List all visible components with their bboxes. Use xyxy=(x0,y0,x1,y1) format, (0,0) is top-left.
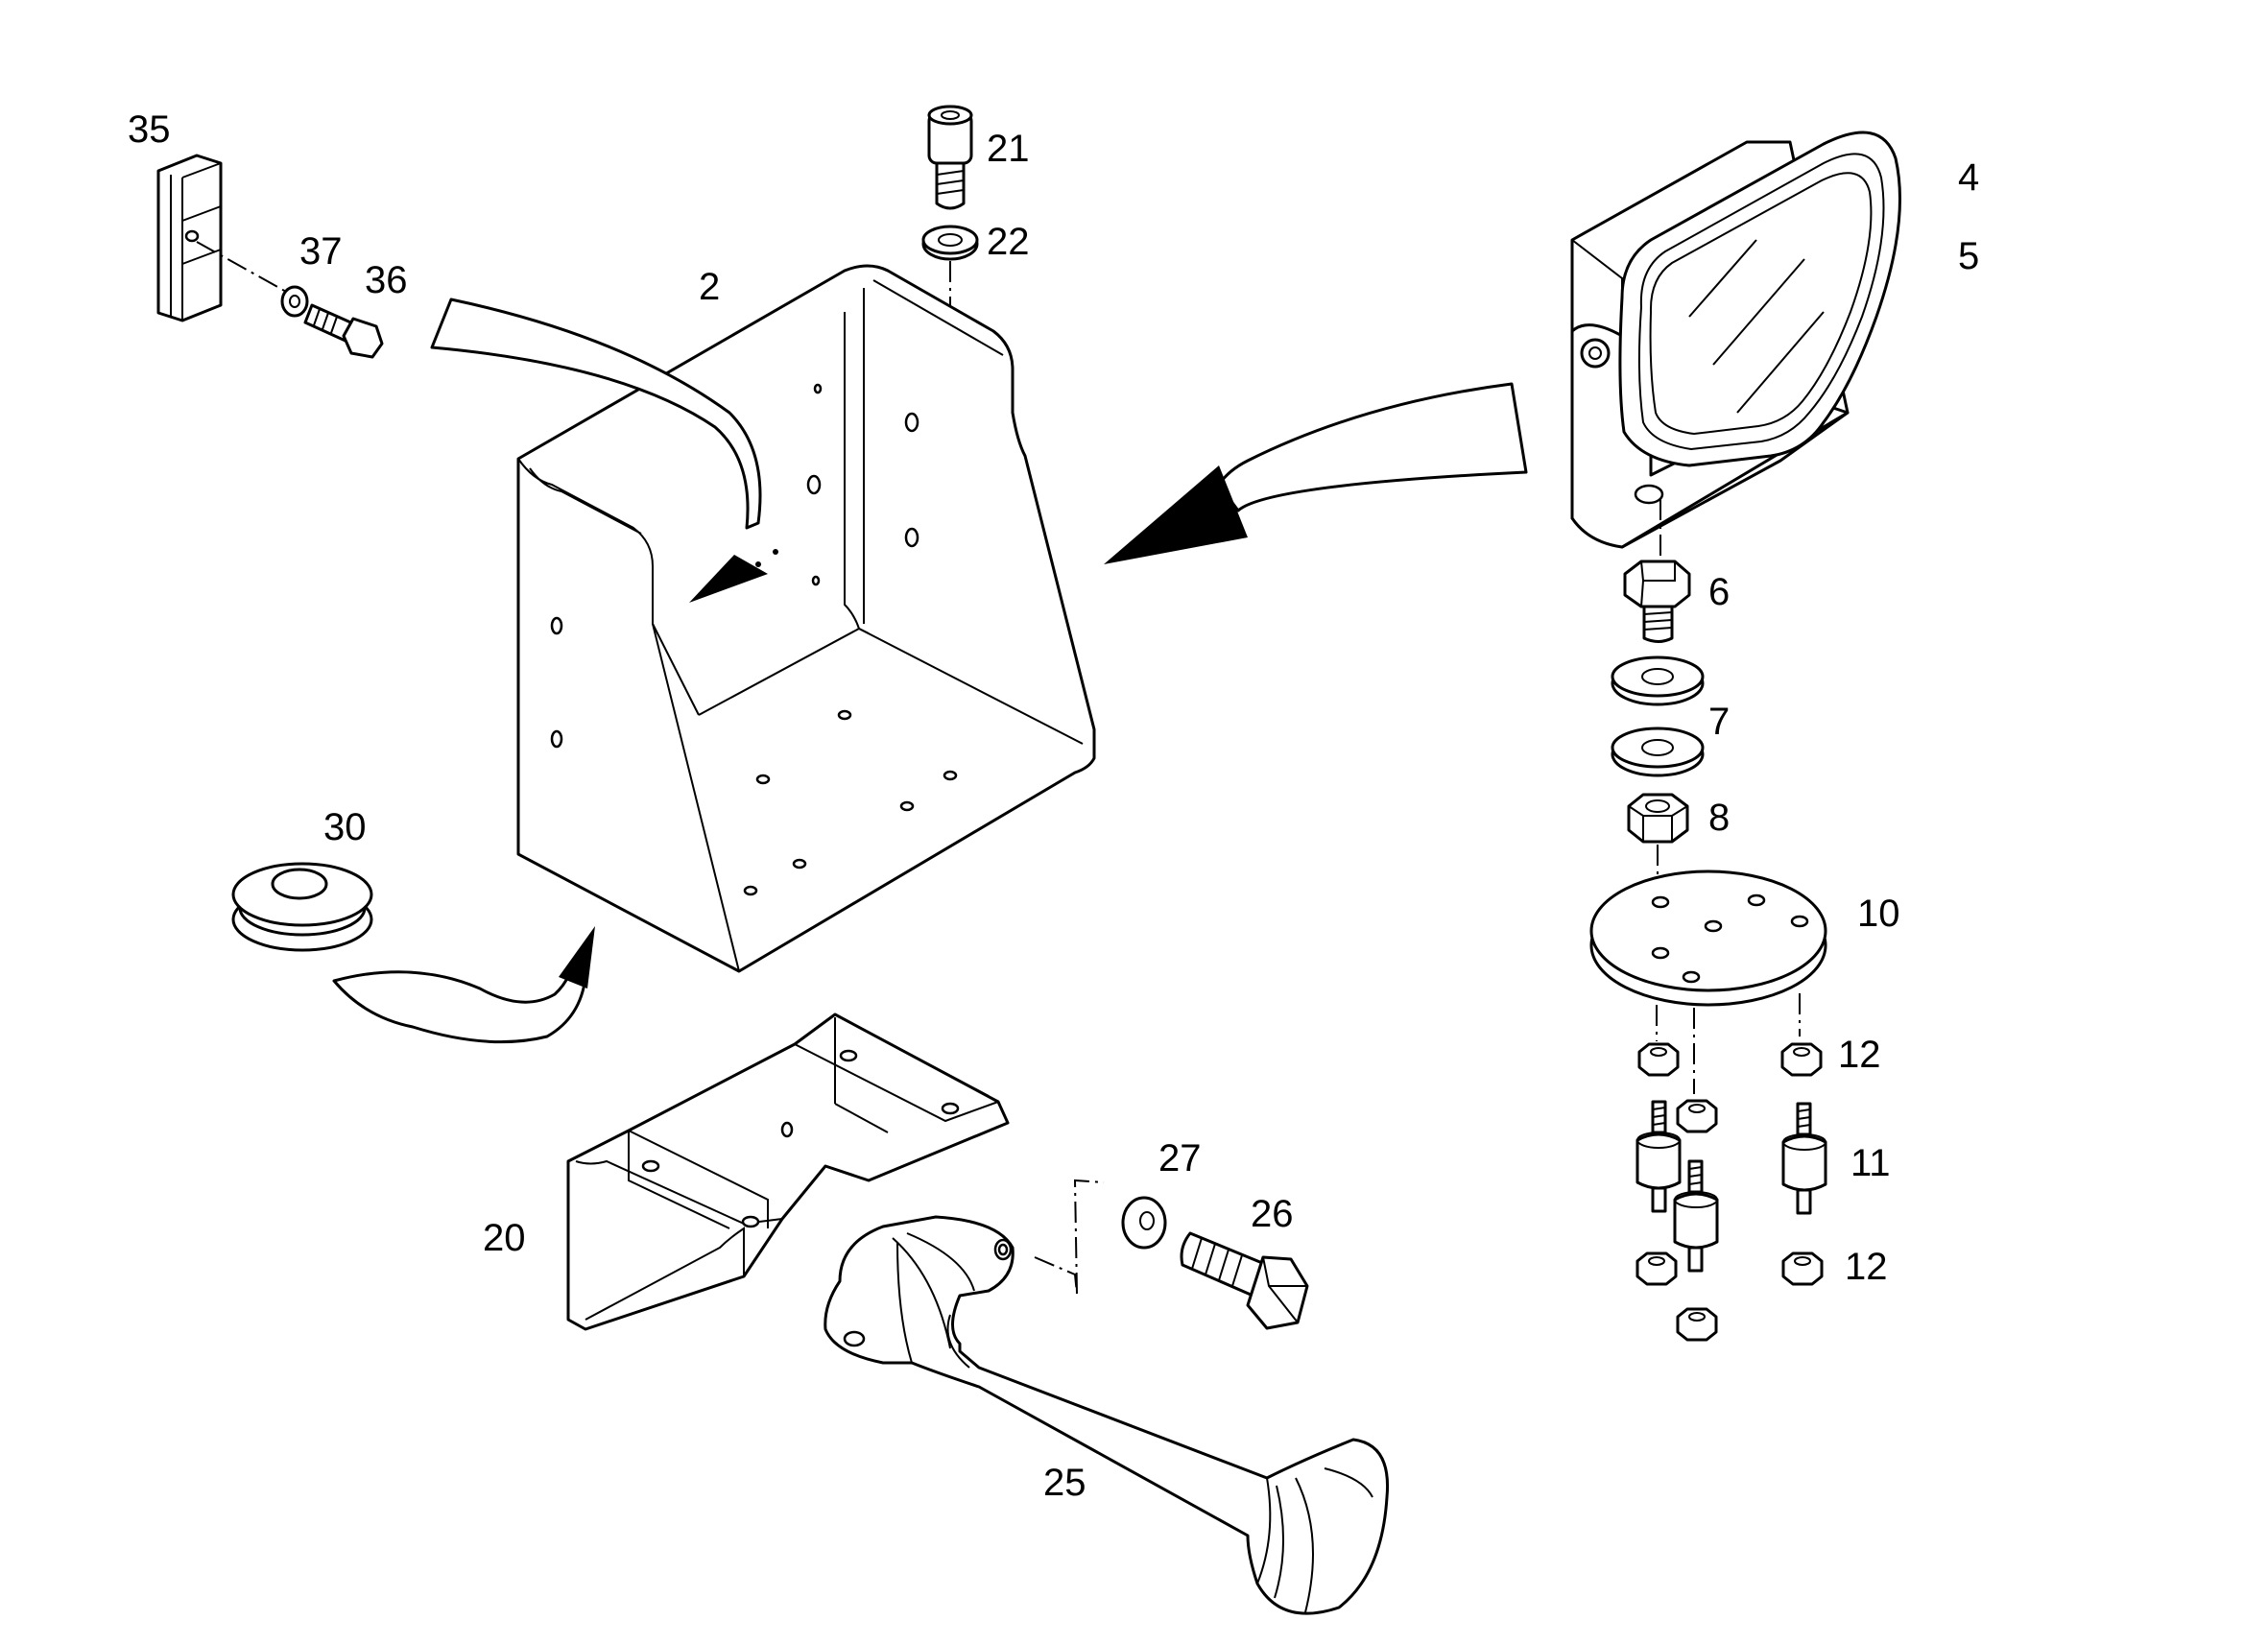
callout-26: 26 xyxy=(1251,1193,1294,1235)
stud-part-11-right xyxy=(1781,1102,1827,1215)
callout-10: 10 xyxy=(1857,893,1900,935)
washer-part-22 xyxy=(921,225,979,261)
callout-5: 5 xyxy=(1958,235,1979,277)
stud-part-11-left xyxy=(1635,1100,1682,1213)
nut-part-12-bottom-left xyxy=(1635,1251,1678,1286)
plate-centerlines xyxy=(1656,993,1801,1094)
nut-part-12-middle xyxy=(1676,1099,1718,1133)
flow-arrow-clip-to-box xyxy=(430,298,768,603)
callout-12-top: 12 xyxy=(1838,1034,1881,1076)
callout-21: 21 xyxy=(987,128,1030,170)
callout-30: 30 xyxy=(323,806,367,848)
flow-arrow-grommet-to-box xyxy=(332,926,595,1044)
bolt-part-6 xyxy=(1623,560,1691,643)
callout-20: 20 xyxy=(483,1217,526,1259)
callout-2: 2 xyxy=(699,266,720,308)
callout-25: 25 xyxy=(1043,1462,1086,1504)
horn-part-25 xyxy=(824,1215,1390,1615)
callout-12-bottom: 12 xyxy=(1845,1246,1888,1288)
bolt-part-36 xyxy=(303,303,384,359)
clip-part-35 xyxy=(156,154,223,322)
callout-36: 36 xyxy=(365,259,408,301)
nut-part-12-bottom-right xyxy=(1781,1251,1824,1286)
grommet-part-30 xyxy=(231,862,373,952)
callout-11: 11 xyxy=(1850,1142,1891,1184)
washer-part-27 xyxy=(1121,1196,1167,1250)
stud-part-11-middle xyxy=(1673,1159,1719,1273)
callout-35: 35 xyxy=(128,108,171,151)
callout-7: 7 xyxy=(1708,701,1730,743)
plate-part-10 xyxy=(1589,870,1827,1007)
nut-part-12-top-right xyxy=(1780,1042,1823,1077)
washer-part-7-lower xyxy=(1611,727,1705,777)
bolt-part-26 xyxy=(1180,1231,1309,1330)
callout-6: 6 xyxy=(1708,571,1730,613)
lamp-part-4-5 xyxy=(1570,131,1901,549)
callout-22: 22 xyxy=(987,221,1030,263)
callout-8: 8 xyxy=(1708,797,1730,839)
box-part-2 xyxy=(516,264,1096,973)
washer-part-37 xyxy=(280,285,309,318)
flow-arrow-lamp-to-box xyxy=(1104,382,1528,564)
nut-part-12-top-left xyxy=(1637,1042,1680,1077)
callout-4: 4 xyxy=(1958,156,1979,199)
washer-part-7-upper xyxy=(1611,655,1705,706)
callout-37: 37 xyxy=(299,230,343,273)
horn-centerline xyxy=(1034,1179,1105,1295)
clip-centerline xyxy=(196,241,289,294)
nut-part-8 xyxy=(1627,793,1689,844)
bracket-part-20 xyxy=(566,1013,1010,1331)
callout-27: 27 xyxy=(1158,1137,1202,1179)
bolt-part-21 xyxy=(927,105,973,210)
nut-part-12-bottom-middle xyxy=(1676,1307,1718,1342)
